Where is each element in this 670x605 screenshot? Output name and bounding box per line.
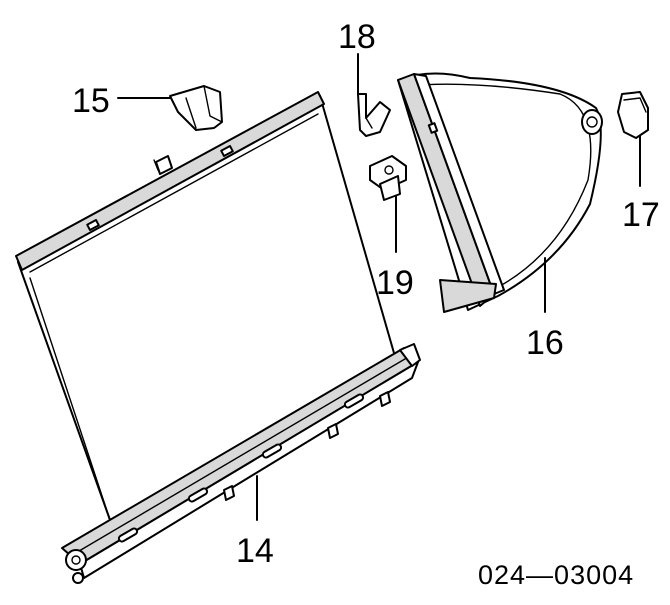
part-14-sunshade (15, 91, 421, 584)
part-code: 024—03004 (478, 560, 634, 590)
part-18-bracket (357, 93, 391, 137)
leader-lines (117, 53, 641, 521)
part-17-knob (617, 91, 649, 139)
part-19-grommet (369, 155, 407, 201)
callout-17: 17 (622, 196, 660, 234)
part-15-clip (169, 85, 223, 131)
part-16-window-frame (397, 72, 603, 313)
callout-16: 16 (526, 324, 564, 362)
callout-14: 14 (236, 532, 274, 570)
callout-19: 19 (376, 264, 414, 302)
callout-15: 15 (72, 82, 110, 120)
callout-18: 18 (338, 18, 376, 56)
